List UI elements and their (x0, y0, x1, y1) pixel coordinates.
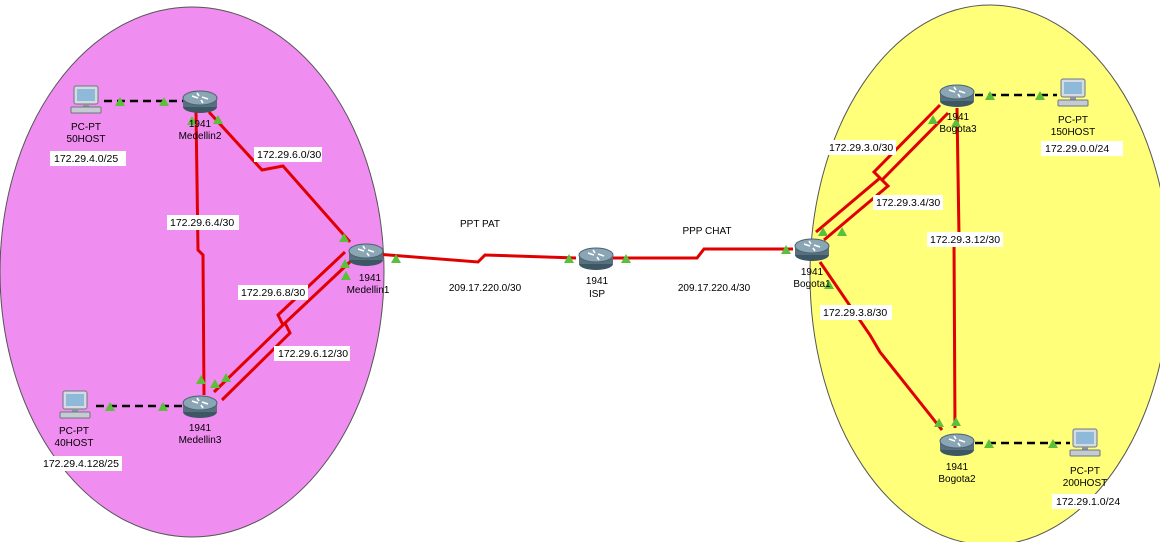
link-label-b1-b3-b: 172.29.3.4/30 (876, 197, 940, 209)
link-label-m2-m1: 172.29.6.0/30 (257, 149, 321, 161)
link-bogota1-bogota3-a[interactable] (815, 103, 942, 234)
network-label-boxes: 172.29.4.0/25 172.29.4.128/25 172.29.0.0… (40, 140, 1130, 509)
pc-200host[interactable] (1069, 428, 1101, 457)
router-bogota2[interactable] (939, 433, 975, 457)
medellin2-model: 1941 (189, 119, 212, 130)
pc-50host[interactable] (70, 85, 102, 114)
medellin1-name: Medellin1 (347, 285, 390, 296)
link-medellin2-medellin1[interactable] (207, 110, 352, 243)
bogota2-name: Bogota2 (938, 474, 976, 485)
link-bogota1-bogota2[interactable] (818, 261, 944, 431)
router-bogota1[interactable] (794, 238, 830, 262)
medellin3-model: 1941 (189, 423, 212, 434)
pc-150host[interactable] (1057, 78, 1089, 107)
link-isp-bogota1[interactable] (608, 247, 793, 260)
wan-note-left: PPT PAT (460, 219, 500, 230)
medellin3-name: Medellin3 (179, 435, 222, 446)
router-bogota3[interactable] (939, 84, 975, 108)
bogota1-name: Bogota1 (793, 279, 831, 290)
pc40-model: PC-PT (59, 426, 89, 437)
link-medellin2-medellin3[interactable] (194, 111, 206, 396)
pc50-network: 172.29.4.0/25 (54, 153, 118, 165)
isp-name: ISP (589, 289, 605, 300)
pc40-network: 172.29.4.128/25 (43, 458, 119, 470)
pc150-name: 150HOST (1051, 127, 1095, 138)
link-label-m3-m1-a: 172.29.6.8/30 (241, 287, 305, 299)
medellin2-name: Medellin2 (179, 131, 222, 142)
bogota1-model: 1941 (801, 267, 824, 278)
link-label-m3-m1-b: 172.29.6.12/30 (278, 348, 348, 360)
pc200-name: 200HOST (1063, 478, 1107, 489)
router-medellin2[interactable] (182, 90, 218, 114)
link-medellin1-isp[interactable] (375, 252, 577, 264)
pc-40host[interactable] (59, 390, 91, 419)
pc150-network: 172.29.0.0/24 (1045, 143, 1109, 155)
pc200-network: 172.29.1.0/24 (1056, 496, 1120, 508)
bogota3-model: 1941 (947, 112, 970, 123)
wan-note-right: PPP CHAT (682, 226, 731, 237)
pc40-name: 40HOST (55, 438, 94, 449)
link-label-b3-b2: 172.29.3.12/30 (930, 234, 1000, 246)
device-labels: 1941 Medellin2 1941 Medellin3 1941 Medel… (55, 112, 1108, 489)
link-bogota1-bogota3-b[interactable] (823, 111, 950, 242)
bogota-zone (809, 4, 1160, 542)
pc200-model: PC-PT (1070, 466, 1100, 477)
bogota3-name: Bogota3 (939, 124, 977, 135)
bogota2-model: 1941 (946, 462, 969, 473)
pc150-model: PC-PT (1058, 115, 1088, 126)
link-medellin3-medellin1-a[interactable] (212, 250, 347, 394)
medellin-zone (0, 6, 385, 538)
pc50-model: PC-PT (71, 122, 101, 133)
link-label-isp-b1: 209.17.220.4/30 (678, 283, 751, 294)
router-medellin3[interactable] (182, 395, 218, 419)
router-medellin1[interactable] (348, 243, 384, 267)
isp-model: 1941 (586, 276, 609, 287)
pc50-name: 50HOST (67, 134, 106, 145)
link-label-b1-b2: 172.29.3.8/30 (823, 307, 887, 319)
router-isp[interactable] (578, 247, 614, 271)
link-label-m2-m3: 172.29.6.4/30 (170, 217, 234, 229)
medellin1-model: 1941 (359, 273, 382, 284)
link-medellin3-medellin1-b[interactable] (220, 258, 354, 402)
link-label-m1-isp: 209.17.220.0/30 (449, 283, 522, 294)
link-label-b1-b3-a: 172.29.3.0/30 (829, 142, 893, 154)
